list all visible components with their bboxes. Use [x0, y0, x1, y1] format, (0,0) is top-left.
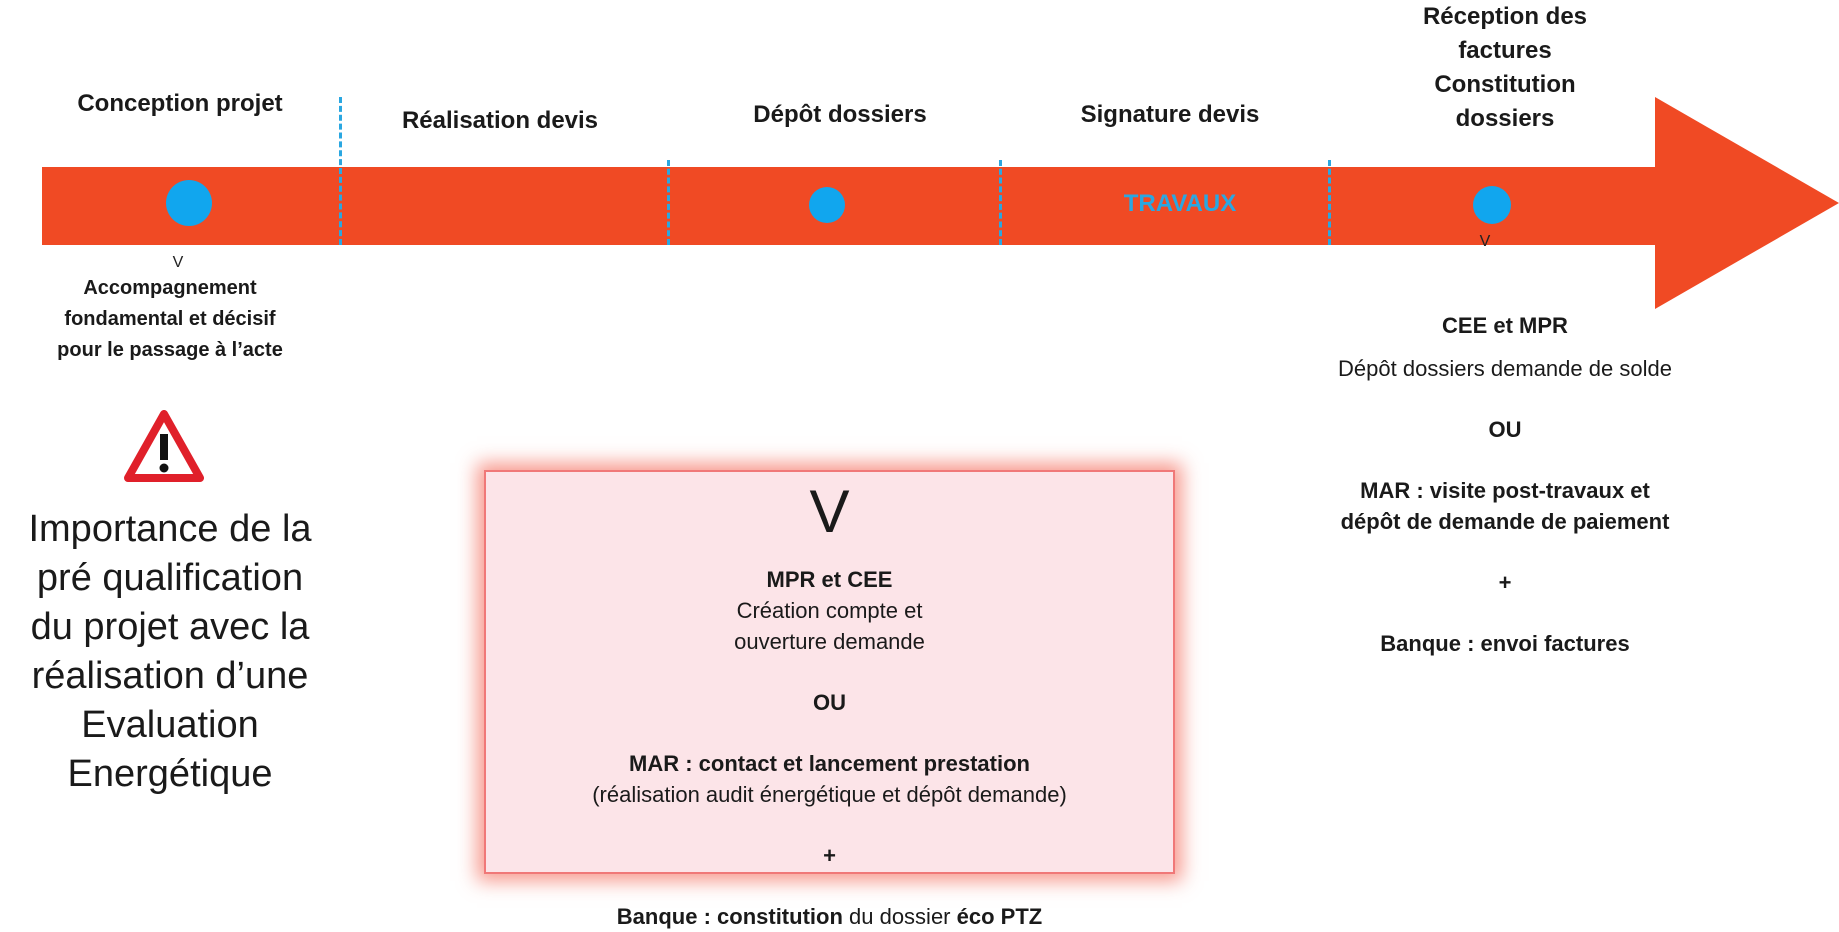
left-note-line: pour le passage à l’acte [57, 339, 283, 361]
panel-plus: + [823, 843, 836, 868]
panel-mar-detail: (réalisation audit énergétique et dépôt … [592, 782, 1067, 807]
importance-text: Importance de la pré qualification du pr… [0, 505, 340, 799]
importance-line: pré qualification [36, 557, 304, 599]
stage-divider [339, 97, 342, 245]
panel-mpr-line1: Création compte et [736, 598, 923, 623]
panel-mpr-title: MPR et CEE [766, 567, 893, 592]
travaux-label: TRAVAUX [1123, 190, 1237, 217]
importance-line: Importance de la [28, 508, 312, 550]
center-panel-content: V MPR et CEE Création compte et ouvertur… [486, 480, 1173, 932]
stage-divider [1328, 160, 1331, 245]
stage-label-reception-factures: Réception des factures Constitution doss… [1355, 0, 1655, 136]
milestone-dot [809, 187, 845, 223]
right-cee-detail: Dépôt dossiers demande de solde [1338, 356, 1672, 381]
importance-line: Evaluation [81, 704, 259, 746]
right-mar-line2: dépôt de demande de paiement [1340, 509, 1670, 534]
left-note-line: Accompagnement [83, 277, 257, 299]
right-mar-line1: MAR : visite post-travaux et [1360, 478, 1650, 503]
stage-label-line: factures [1458, 37, 1552, 64]
stage-label-signature-devis: Signature devis [1080, 101, 1260, 128]
importance-line: réalisation d’une [31, 655, 309, 697]
stage-label-conception: Conception projet [77, 90, 283, 117]
right-cee-title: CEE et MPR [1442, 313, 1568, 338]
panel-banque-normal: du dossier [842, 904, 957, 929]
timeline-arrow-head [1655, 97, 1839, 309]
stage-label-line: dossiers [1455, 105, 1555, 132]
stage-label-line: Constitution [1434, 71, 1576, 98]
panel-banque-ptz: éco PTZ [956, 904, 1043, 929]
left-v-mark: V [172, 254, 184, 271]
panel-banque-bold: Banque : constitution [616, 904, 843, 929]
timeline-bar [42, 167, 1665, 245]
panel-ou: OU [813, 690, 846, 715]
stage-divider [999, 160, 1002, 245]
panel-mar-title: MAR : contact et lancement prestation [629, 751, 1030, 776]
stage-label-realisation-devis: Réalisation devis [401, 107, 599, 134]
left-note: Accompagnement fondamental et décisif po… [20, 273, 320, 366]
right-column: CEE et MPR Dépôt dossiers demande de sol… [1245, 310, 1765, 659]
right-v-mark: V [1479, 233, 1491, 250]
stage-divider [667, 160, 670, 245]
stage-label-depot-dossiers: Dépôt dossiers [753, 101, 927, 128]
right-banque: Banque : envoi factures [1380, 631, 1630, 656]
milestone-dot [166, 180, 212, 226]
panel-banque: Banque : constitution du dossier éco PTZ [486, 901, 1173, 932]
importance-line: Energétique [67, 753, 273, 795]
stage-label-line: Réception des [1422, 3, 1588, 30]
right-ou: OU [1488, 417, 1522, 442]
left-note-line: fondamental et décisif [64, 308, 276, 330]
panel-mpr-line2: ouverture demande [734, 629, 925, 654]
milestone-dot [1473, 186, 1511, 224]
importance-line: du projet avec la [30, 606, 310, 648]
center-panel: V MPR et CEE Création compte et ouvertur… [484, 470, 1175, 929]
warning-triangle-icon [124, 410, 204, 482]
right-plus: + [1498, 570, 1512, 595]
panel-v-mark: V [809, 478, 850, 545]
